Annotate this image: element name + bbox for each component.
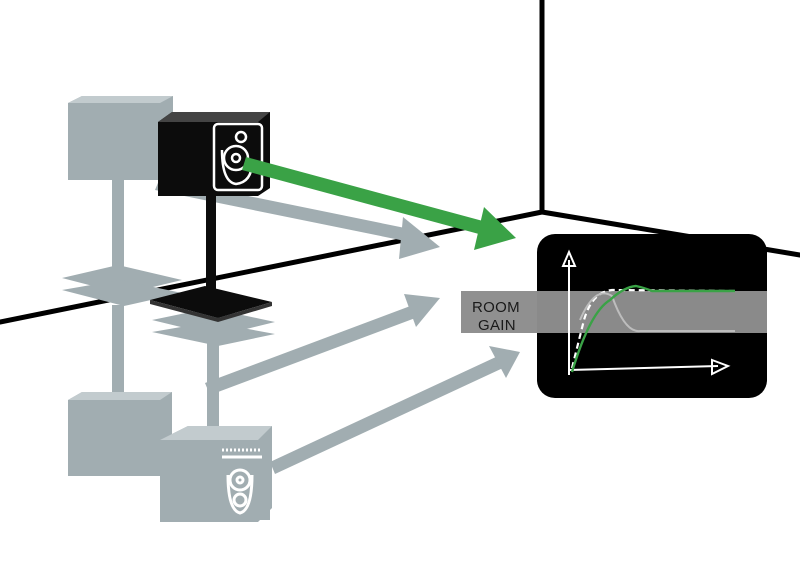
room-gain-graph — [461, 234, 767, 398]
arrow-icon — [404, 294, 440, 327]
room-gain-label-line2: GAIN — [478, 317, 516, 334]
graph-axis-icon — [561, 249, 731, 376]
floor-line — [0, 209, 545, 325]
ghost-arrow-middle — [205, 294, 440, 395]
curve-grey — [579, 292, 735, 333]
ghost-stand-front — [152, 308, 275, 522]
arrow-icon — [474, 207, 516, 250]
curve-green — [570, 284, 735, 373]
ghost-arrow-bottom — [270, 346, 520, 474]
arrow-icon — [489, 346, 520, 378]
arrow-icon — [399, 217, 440, 259]
ghost-arrows — [155, 178, 520, 474]
speaker-icon — [68, 392, 172, 476]
curve-dashed — [570, 288, 736, 369]
room-gain-label-line1: ROOM — [472, 299, 520, 316]
active-arrow — [242, 157, 516, 250]
speaker-icon — [68, 96, 173, 180]
stand-base — [150, 286, 272, 318]
